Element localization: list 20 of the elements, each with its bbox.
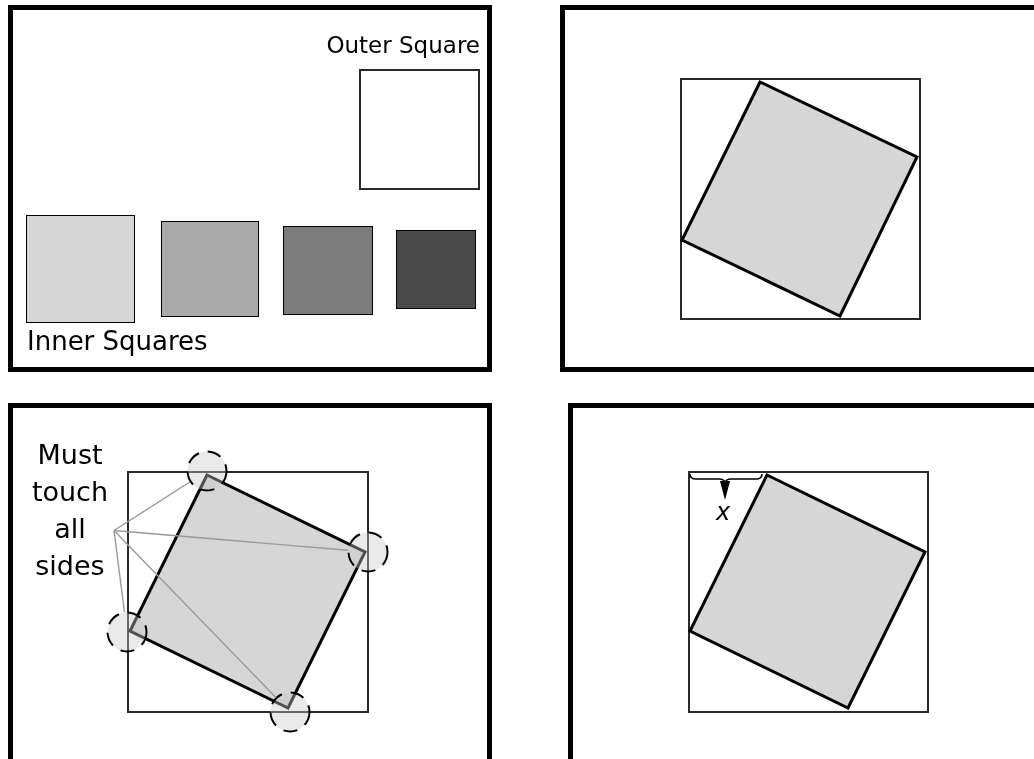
inner-square xyxy=(396,230,476,309)
corner-highlight xyxy=(347,531,389,573)
leader-line xyxy=(113,529,126,613)
corner-highlight xyxy=(269,691,311,733)
inner-square xyxy=(161,221,259,317)
corner-highlight xyxy=(106,611,148,653)
leader-line xyxy=(113,481,191,532)
corner-highlight xyxy=(186,450,228,492)
leader-line xyxy=(113,529,349,551)
group-label: Inner Squares xyxy=(27,327,208,357)
panel-frame xyxy=(560,5,1034,372)
leader-line xyxy=(113,529,277,699)
dimension-label: x xyxy=(716,499,731,527)
inner-square xyxy=(26,215,135,323)
square-label: Outer Square xyxy=(326,31,480,60)
panel-frame xyxy=(8,5,492,372)
panel-frame xyxy=(8,403,492,759)
callout-text: Must touch all sides xyxy=(26,436,114,586)
panel-frame xyxy=(568,403,1034,759)
inner-square xyxy=(283,226,373,315)
